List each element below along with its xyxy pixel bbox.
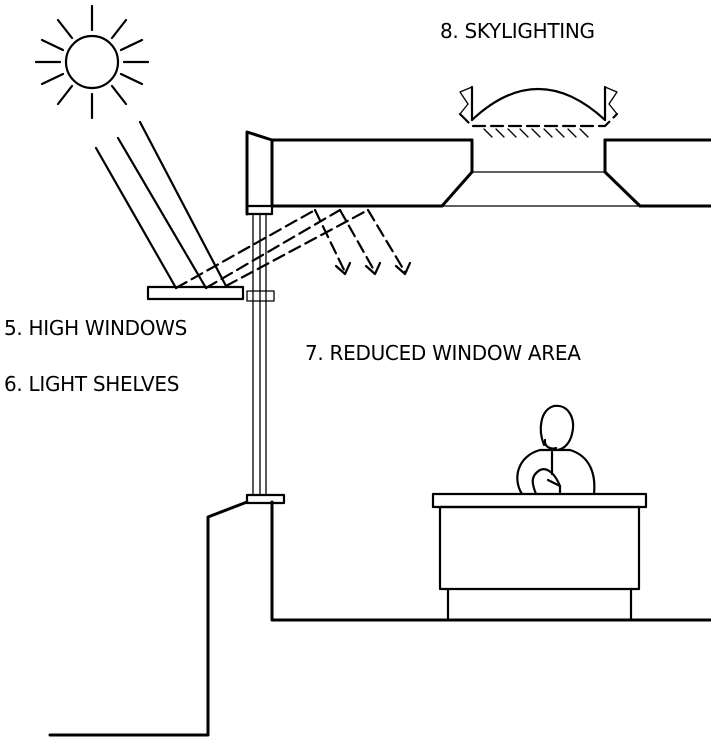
seated-person bbox=[516, 404, 596, 496]
ray-arrowheads bbox=[334, 261, 412, 276]
sun-rays bbox=[94, 120, 228, 290]
window-sill bbox=[245, 493, 286, 505]
reflected-light-rays bbox=[174, 208, 407, 290]
label-high-windows: 5. HIGH WINDOWS bbox=[4, 316, 188, 340]
sun-icon bbox=[34, 4, 150, 120]
high-window bbox=[246, 213, 275, 496]
building-section bbox=[48, 130, 711, 737]
label-light-shelves: 6. LIGHT SHELVES bbox=[4, 372, 180, 396]
label-skylighting: 8. SKYLIGHTING bbox=[440, 19, 595, 43]
label-reduced-window-area: 7. REDUCED WINDOW AREA bbox=[305, 341, 581, 365]
skylight bbox=[441, 85, 641, 207]
desk bbox=[431, 492, 648, 622]
light-shelf bbox=[146, 285, 245, 301]
window-head bbox=[245, 204, 274, 216]
